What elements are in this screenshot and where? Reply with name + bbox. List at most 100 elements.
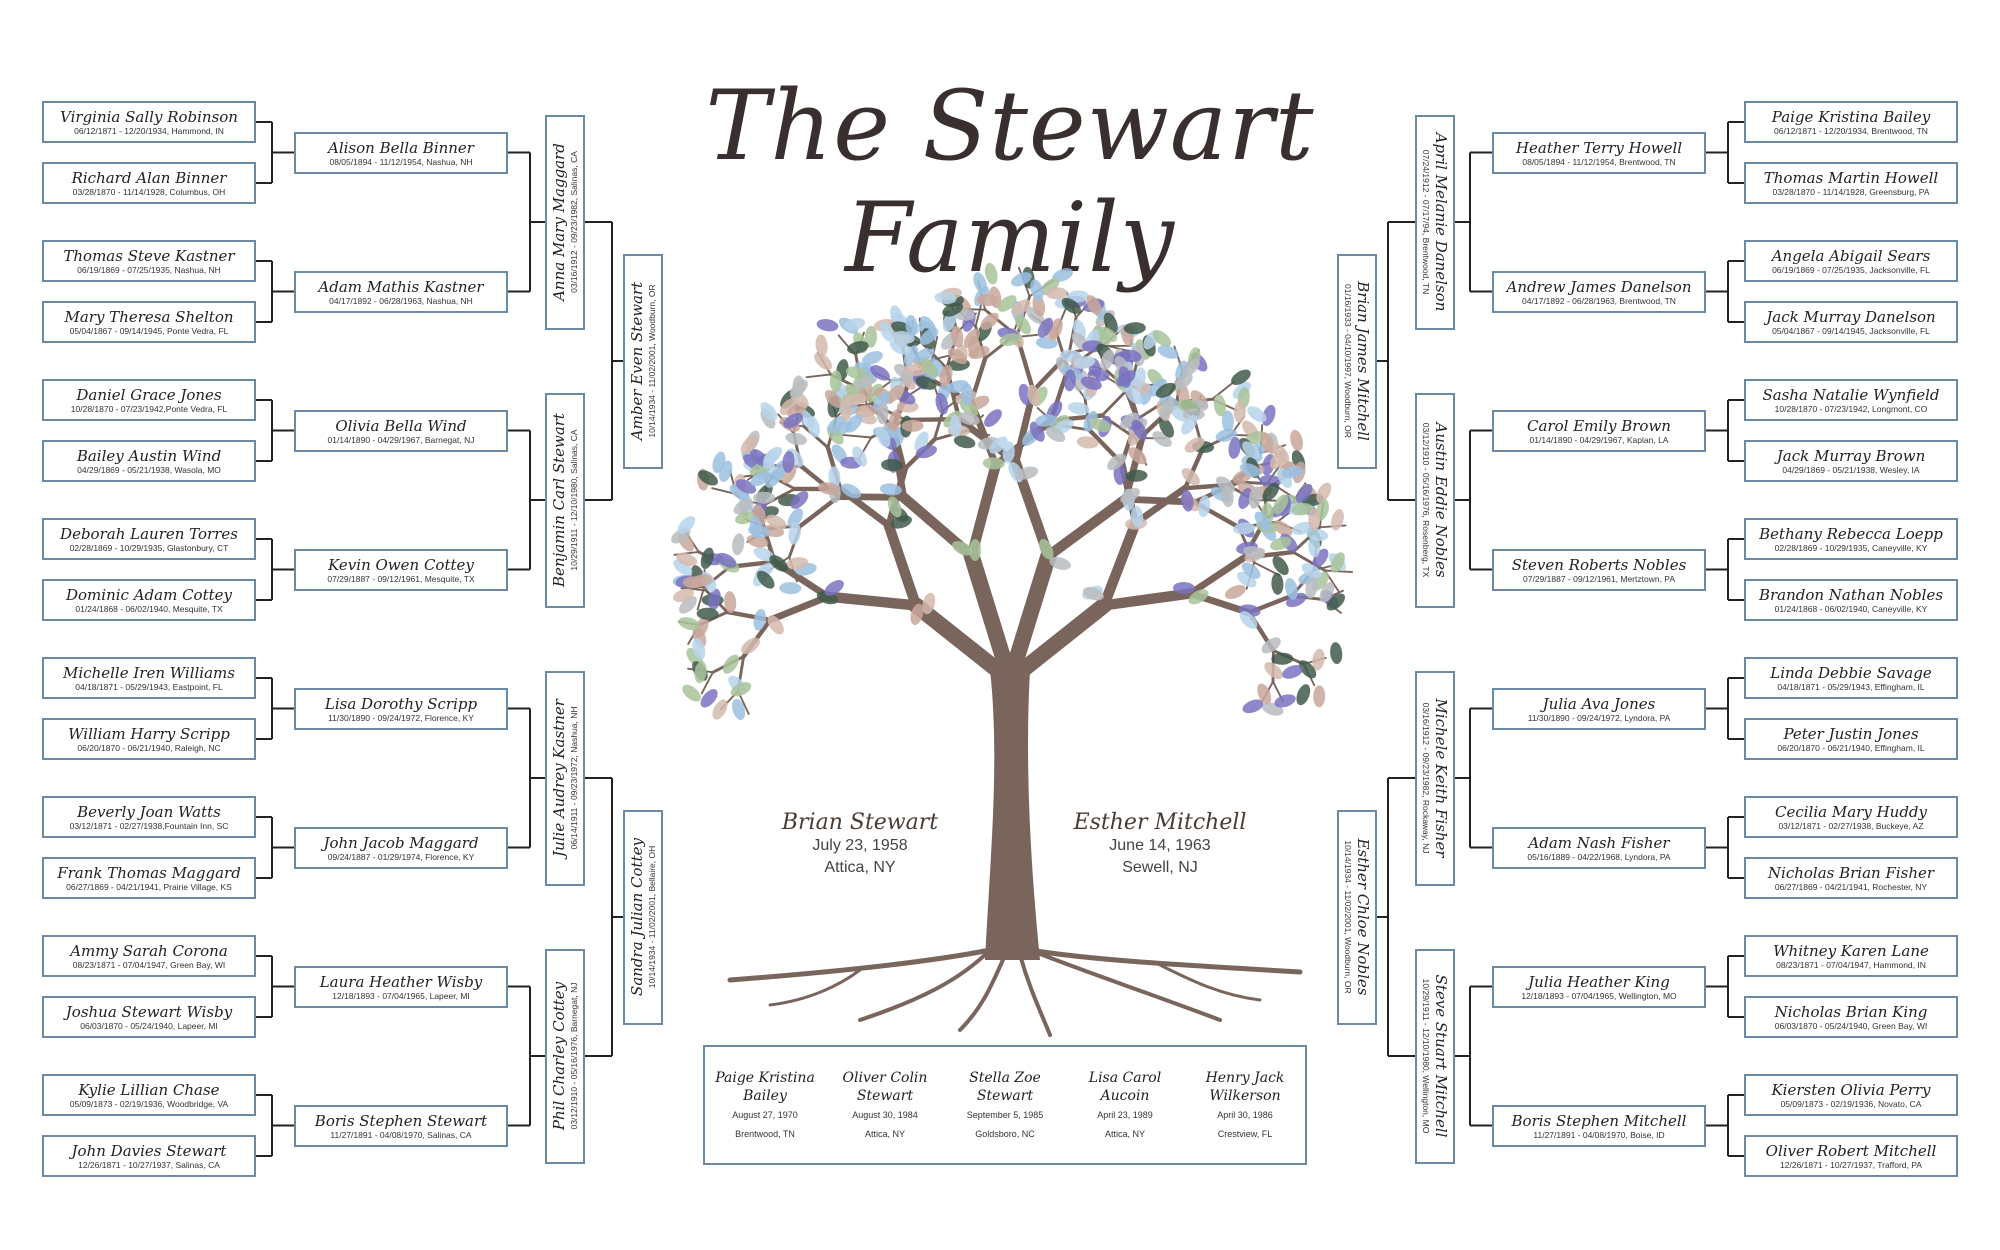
leaf [1319,582,1335,603]
leaf [1198,495,1211,518]
person-dates: 04/29/1869 - 05/21/1938, Wesley, IA [1782,465,1920,475]
leaf [1040,278,1060,296]
person-dates: 11/27/1891 - 04/08/1970, Boise, ID [1533,1129,1665,1140]
person-name: Bailey Austin Wind [76,447,222,465]
leaf [716,552,737,568]
leaf [1271,652,1294,665]
person-dates: 06/12/1871 - 12/20/1934, Brentwood, TN [1774,126,1928,136]
leaf [829,370,842,393]
leaf [765,469,783,488]
tree-branch [974,300,983,328]
person-dates: 10/28/1870 - 07/23/1942,Ponte Vedra, FL [70,404,228,414]
leaf [1131,419,1147,440]
person-dates: 12/18/1893 - 07/04/1965, Wellington, MO [1521,990,1677,1001]
leaf [947,348,968,365]
leaf [960,383,973,406]
leaf [1274,694,1296,708]
tree-branch [1253,561,1281,577]
person-dates: 04/18/1871 - 05/29/1943, Eastpoint, FL [75,682,223,692]
leaf [1308,508,1321,531]
leaf [1125,386,1143,405]
husband-name: Brian Stewart [781,810,939,835]
leaf [1233,522,1256,535]
leaf [816,319,839,332]
person-name: Linda Debbie Savage [1770,664,1932,682]
leaf [845,414,863,433]
leaf [1272,555,1289,576]
leaf [889,340,911,355]
leaf [984,409,1002,427]
person-dates: 03/28/1870 - 11/14/1928, Columbus, OH [72,187,226,197]
leaf [949,415,962,437]
person-name: Mary Theresa Shelton [64,308,234,326]
leaf [904,364,926,376]
person-name: John Davies Stewart [71,1142,227,1160]
